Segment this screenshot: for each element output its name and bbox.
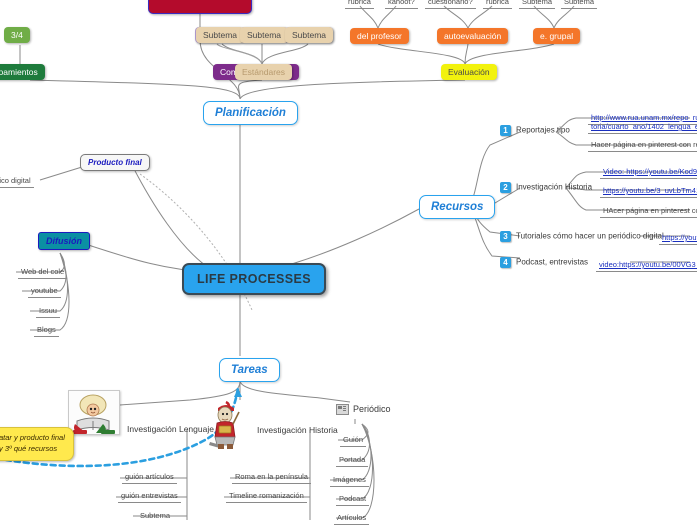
recursos-item-4[interactable]: 4 Podcast, entrevistas — [500, 257, 588, 268]
sticky-note[interactable]: atar y producto final y 3º qué recursos — [0, 427, 74, 461]
root-node[interactable]: LIFE PROCESSES — [182, 263, 326, 295]
number-badge-icon: 1 — [500, 125, 511, 136]
node-investigacion-lenguaje[interactable]: Investigación Lenguaje — [127, 424, 214, 434]
node-lenguaje-guion-entrevistas[interactable]: guión entrevistas — [118, 490, 181, 503]
attention-arrowhead — [234, 388, 242, 397]
recursos-item-3[interactable]: 3 Tutoriales cómo hacer un periódico digi… — [500, 231, 664, 242]
recursos-item-3-label: Tutoriales cómo hacer un periódico digit… — [516, 231, 664, 241]
node-lenguaje-guion-articulos[interactable]: guión artículos — [122, 471, 177, 484]
recursos-item-3-link[interactable]: https://youtu — [659, 232, 697, 245]
recursos-item-2-video-2[interactable]: https://youtu.be/3_uvLbTm41s — [600, 185, 697, 198]
node-estandares[interactable]: Estándares — [235, 64, 292, 80]
number-badge-icon: 2 — [500, 182, 511, 193]
node-periodico-podcast[interactable]: Podcast — [336, 493, 370, 506]
node-difusion-web-del-cole[interactable]: Web del cole — [18, 266, 68, 279]
node-eval-cuestionario[interactable]: cuestionario? — [425, 0, 476, 9]
node-difusion-youtube[interactable]: youtube — [28, 285, 61, 298]
node-periodico-portada[interactable]: Portada — [336, 454, 369, 467]
node-periodico-guion[interactable]: Guión — [340, 434, 367, 447]
node-lenguaje-subtema[interactable]: Subtema — [140, 511, 171, 520]
branch-planificacion[interactable]: Planificación — [203, 101, 298, 125]
node-periodico-digital[interactable]: ódico digital — [0, 175, 34, 188]
clipart-investigacion-historia — [206, 400, 244, 450]
number-badge-icon: 3 — [500, 231, 511, 242]
node-estandares-subtema-3[interactable]: Subtema — [285, 27, 334, 43]
sticky-note-line-1: atar y producto final — [0, 433, 65, 442]
node-difusion-blogs[interactable]: Blogs — [34, 324, 59, 337]
recursos-item-4-label: Podcast, entrevistas — [516, 257, 589, 267]
node-eval-subtema-1[interactable]: Subtema — [519, 0, 556, 9]
node-eval-kahoot[interactable]: kahoot? — [385, 0, 418, 9]
node-eval-del-profesor[interactable]: del profesor — [350, 28, 409, 44]
node-historia-timeline[interactable]: Timeline romanización — [226, 490, 307, 503]
recursos-item-1-link-line1[interactable]: http://www.rua.unam.mx/repo_rua/asi — [588, 112, 697, 125]
node-estandares-subtema-1[interactable]: Subtema — [196, 27, 245, 43]
node-eval-rubrica-1[interactable]: rúbrica — [345, 0, 374, 9]
node-periodico-label: Periódico — [353, 404, 391, 414]
recursos-item-1-link-line2[interactable]: toria/cuarto_ano/1402_lengua_espanol — [588, 121, 697, 134]
node-difusion-issuu[interactable]: Issuu — [36, 305, 60, 318]
recursos-item-2-video-1[interactable]: Video: https://youtu.be/Kod93C — [600, 166, 697, 179]
node-red-top[interactable] — [148, 0, 252, 14]
node-eval-subtema-2[interactable]: Subtema — [561, 0, 598, 9]
node-historia-roma-peninsula[interactable]: Roma en la península — [232, 471, 311, 484]
branch-recursos[interactable]: Recursos — [419, 195, 496, 219]
node-producto-final[interactable]: Producto final — [80, 154, 150, 171]
newspaper-icon — [336, 404, 349, 416]
node-eval-autoevaluacion[interactable]: autoevaluación — [437, 28, 509, 44]
recursos-item-1-pinterest[interactable]: Hacer página en pinterest con recursos — [588, 139, 697, 152]
node-difusion[interactable]: Difusión — [38, 232, 90, 250]
sticky-note-line-2: y 3º qué recursos — [0, 443, 58, 453]
clipart-investigacion-lenguaje — [68, 390, 120, 435]
node-evaluacion[interactable]: Evaluación — [441, 64, 497, 80]
node-estandares-subtema-2[interactable]: Subtema — [240, 27, 289, 43]
recursos-item-4-link[interactable]: video:https://youtu.be/00VG3_5u — [596, 259, 697, 272]
node-agrupamientos-3-4[interactable]: 3/4 — [4, 27, 30, 43]
recursos-item-1-label: Reportajes tipo — [516, 125, 570, 135]
number-badge-icon: 4 — [500, 257, 511, 268]
node-periodico-imagenes[interactable]: Imágenes — [330, 474, 369, 487]
recursos-item-2-label: Investigación Historia — [516, 182, 593, 192]
node-agrupamientos[interactable]: rupamientos — [0, 64, 45, 80]
node-periodico[interactable]: Periódico — [336, 404, 391, 416]
recursos-item-2-pinterest[interactable]: HAcer página en pinterest con m — [600, 205, 697, 218]
branch-tareas[interactable]: Tareas — [219, 358, 280, 382]
node-investigacion-historia[interactable]: Investigación Historia — [257, 425, 338, 435]
node-eval-rubrica-2[interactable]: rúbrica — [483, 0, 512, 9]
node-eval-grupal[interactable]: e. grupal — [533, 28, 581, 44]
recursos-item-2[interactable]: 2 Investigación Historia — [500, 182, 592, 193]
node-periodico-articulos[interactable]: Artículos — [334, 512, 370, 525]
recursos-item-1[interactable]: 1 Reportajes tipo — [500, 125, 570, 136]
